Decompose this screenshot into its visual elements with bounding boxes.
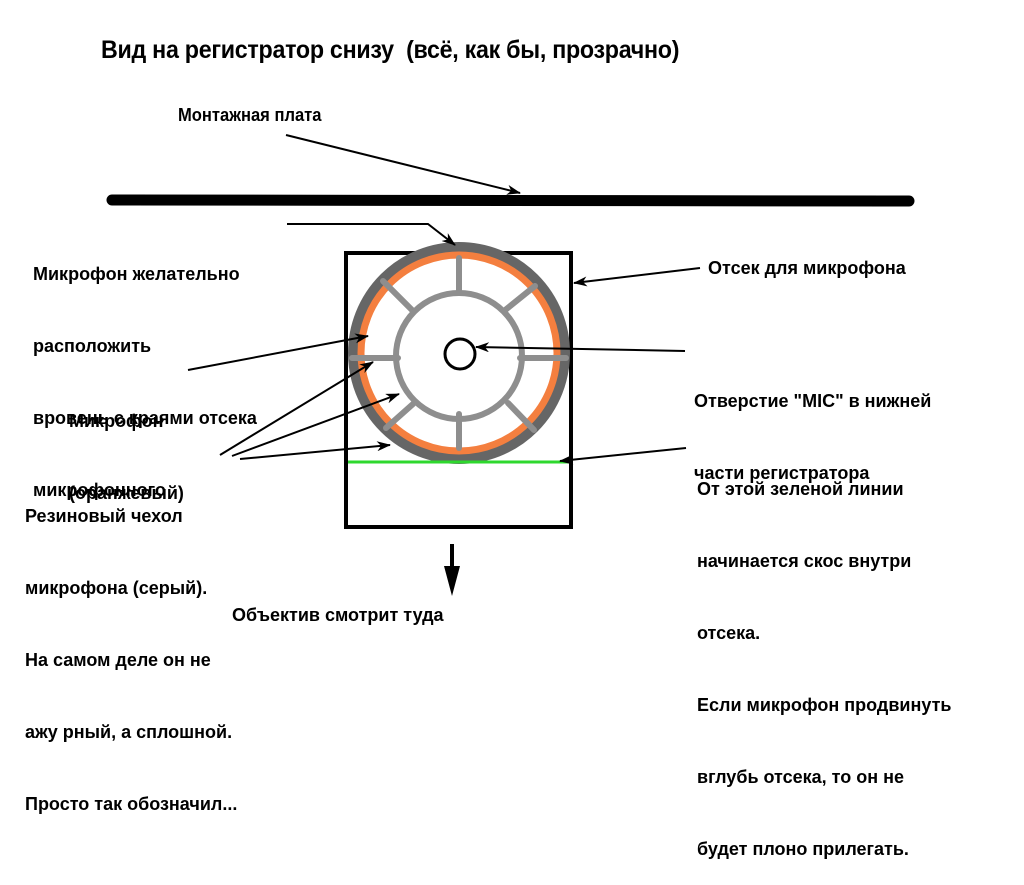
label-green-line-note: От этой зеленой линии начинается скос вн… <box>697 429 951 885</box>
diagram-canvas <box>106 134 915 596</box>
lens-direction-arrow-icon <box>444 544 460 596</box>
label-line: вровень с краями отсека <box>33 408 257 428</box>
rubber-cover-outer-ring <box>348 242 570 464</box>
label-line: будет плоно прилегать. <box>697 839 909 859</box>
label-lens-direction: Объектив смотрит туда <box>232 605 444 625</box>
label-line: ажу рный, а сплошной. <box>25 722 233 742</box>
label-line: расположить <box>33 336 152 356</box>
label-line: вглубь отсека, то он не <box>697 767 904 787</box>
arrow-mic-hole <box>475 342 686 353</box>
arrow-mic-flush <box>287 223 456 246</box>
label-mic-flush: Микрофон желательно расположить вровень … <box>33 214 257 526</box>
label-line: От этой зеленой линии <box>697 479 904 499</box>
label-rubber-cover: Резиновый чехол микрофона (серый). На са… <box>25 456 237 840</box>
arrow-microphone <box>187 333 369 371</box>
label-line: Микрофон желательно <box>33 264 240 284</box>
label-line: (оранжевый) <box>69 483 184 503</box>
label-line: микрофонного <box>33 480 166 500</box>
diagram-title: Вид на регистратор снизу (всё, как бы, п… <box>101 36 680 64</box>
arrow-rubber-cover-1 <box>219 361 374 456</box>
label-line: Резиновый чехол <box>25 506 183 526</box>
arrow-compartment <box>573 267 701 287</box>
label-compartment: Отсек для микрофона <box>708 258 906 278</box>
rubber-cover-inner-ring <box>393 290 525 422</box>
label-line: Микрофон <box>69 411 164 431</box>
label-line: отсека. <box>697 623 761 643</box>
mic-hole <box>443 337 477 371</box>
label-line: Просто так обозначил... <box>25 794 238 814</box>
arrow-rubber-cover-2 <box>231 393 400 457</box>
label-line: начинается скос внутри <box>697 551 912 571</box>
label-line: части регистратора <box>694 463 870 483</box>
arrow-mounting-board <box>285 134 521 195</box>
label-line: микрофона (серый). <box>25 578 208 598</box>
mounting-board <box>106 194 915 207</box>
label-mounting-board: Монтажная плата <box>178 105 322 125</box>
label-line: Если микрофон продвинуть <box>697 695 952 715</box>
label-mic-hole: Отверстие "MIC" в нижней части регистрат… <box>694 341 931 509</box>
label-line: Отверстие "MIC" в нижней <box>694 391 932 411</box>
label-line: На самом деле он не <box>25 650 211 670</box>
arrow-rubber-cover-3 <box>239 441 391 460</box>
label-microphone: Микрофон (оранжевый) <box>69 361 184 529</box>
arrow-green-line <box>559 447 687 465</box>
